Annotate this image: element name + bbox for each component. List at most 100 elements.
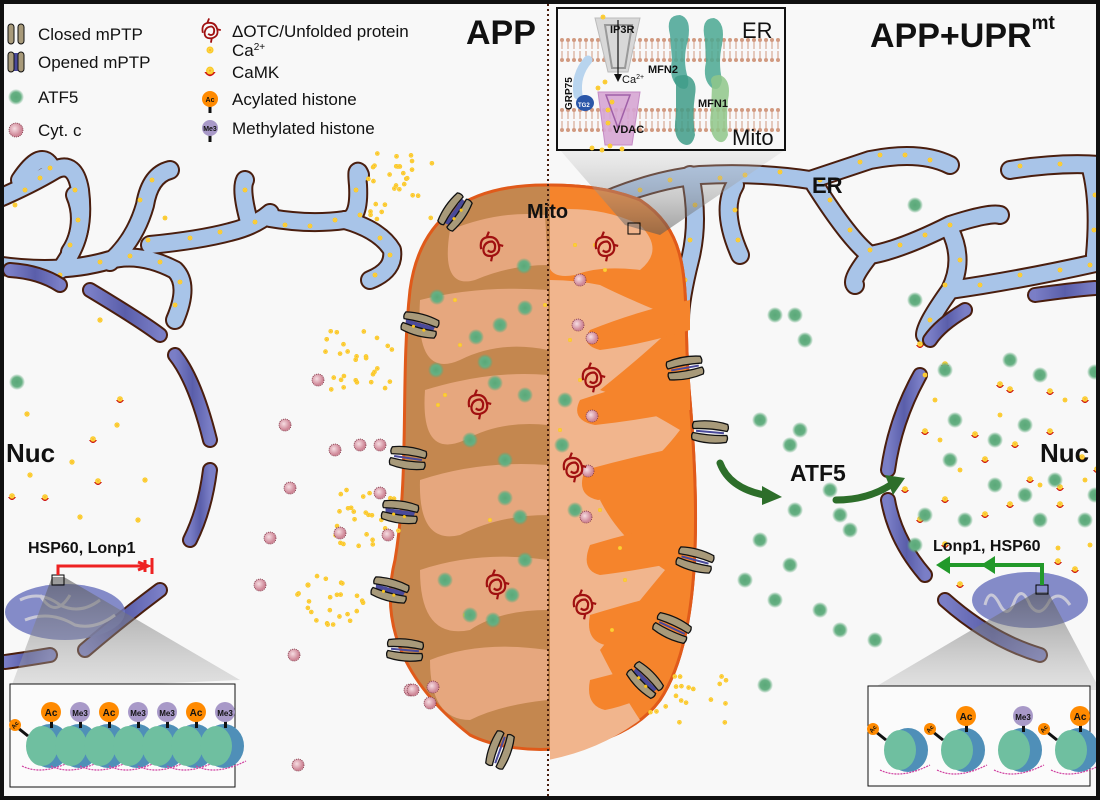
unfolded-protein-icon bbox=[581, 362, 606, 393]
calcium-icon bbox=[353, 187, 359, 193]
calcium-icon bbox=[387, 379, 393, 384]
histone-mark-badge: Ac bbox=[926, 724, 936, 734]
calcium-icon bbox=[338, 592, 343, 597]
calcium-icon bbox=[142, 477, 148, 483]
calcium-icon bbox=[957, 257, 963, 263]
camk-icon bbox=[204, 66, 216, 77]
unfolded-protein-icon bbox=[467, 389, 492, 420]
camk-icon bbox=[1046, 388, 1054, 395]
calcium-icon bbox=[127, 253, 133, 259]
nucleosome: Me3 bbox=[993, 706, 1045, 775]
calcium-icon bbox=[354, 608, 360, 614]
camk-icon bbox=[1081, 396, 1089, 403]
calcium-icon bbox=[932, 397, 938, 403]
grp75-label: GRP75 bbox=[564, 77, 575, 110]
histone-mark-badge: Ac bbox=[869, 724, 879, 734]
calcium-icon bbox=[338, 491, 344, 497]
acylated-histone-icon bbox=[924, 723, 936, 735]
histone-mark-badge: Ac bbox=[45, 708, 58, 719]
calcium-icon bbox=[902, 152, 908, 158]
calcium-icon bbox=[598, 508, 602, 512]
calcium-icon bbox=[242, 187, 248, 193]
calcium-icon bbox=[372, 369, 377, 375]
atf5-icon bbox=[517, 387, 533, 403]
calcium-icon bbox=[654, 709, 659, 714]
calcium-icon bbox=[368, 379, 374, 385]
cytochrome-c-icon bbox=[585, 331, 599, 345]
calcium-icon bbox=[307, 223, 313, 229]
calcium-icon bbox=[252, 219, 258, 225]
calcium-icon bbox=[679, 683, 684, 689]
legend-label: ATF5 bbox=[38, 88, 78, 107]
svg-text:APP+UPRmt: APP+UPRmt bbox=[870, 13, 1055, 55]
left-genes-label: HSP60, Lonp1 bbox=[28, 540, 136, 557]
calcium-icon bbox=[719, 674, 724, 679]
acylated-histone-icon: Ac bbox=[202, 91, 218, 113]
opened-mptp-icon bbox=[437, 192, 473, 232]
calcium-icon bbox=[603, 268, 607, 272]
calcium-icon bbox=[395, 164, 401, 169]
atf5-icon bbox=[907, 292, 923, 308]
cytochrome-c-icon bbox=[423, 696, 437, 710]
calcium-icon bbox=[977, 282, 983, 288]
acylated-histone-icon bbox=[99, 702, 119, 722]
unfolded-proteins bbox=[467, 231, 619, 620]
methylated-histone-icon bbox=[215, 702, 235, 722]
methylated-histone-icon: Me3 bbox=[202, 120, 218, 142]
cytochrome-c-icon bbox=[571, 318, 585, 332]
calcium-icon bbox=[137, 197, 143, 203]
atf5-icon bbox=[1077, 512, 1093, 528]
calcium-icon bbox=[162, 215, 168, 221]
calcium-icon bbox=[678, 698, 684, 703]
cytochrome-c-icon bbox=[373, 486, 387, 500]
atf5-icon bbox=[957, 512, 973, 528]
histone-mark-badge: Me3 bbox=[130, 709, 146, 718]
calcium-icon bbox=[172, 302, 178, 308]
atf5-translocation: ATF5 bbox=[716, 459, 905, 505]
calcium-icon bbox=[605, 120, 611, 126]
histone-mark-badge: Ac bbox=[11, 720, 21, 730]
calcium-icon bbox=[605, 107, 611, 113]
calcium-icon bbox=[72, 187, 78, 193]
calcium-icon bbox=[578, 378, 582, 382]
calcium-icon bbox=[558, 428, 562, 432]
calcium-icon bbox=[67, 242, 73, 248]
acylated-histone-icon bbox=[867, 723, 879, 735]
atf5-icon bbox=[767, 592, 783, 608]
chromatin-zoom-right: Lonp1, HSP60 Nuc bbox=[870, 438, 1100, 690]
cytochrome-c-molecules bbox=[253, 273, 599, 772]
calcium-icon bbox=[363, 355, 369, 361]
atf5-icon bbox=[842, 522, 858, 538]
atf5-icon bbox=[429, 289, 445, 305]
atf5-icon bbox=[554, 437, 570, 453]
calcium-icon bbox=[334, 592, 340, 598]
calcium-icon bbox=[408, 153, 414, 158]
calcium-icon bbox=[392, 186, 397, 191]
calcium-icon bbox=[347, 618, 353, 624]
atf5-icon bbox=[987, 477, 1003, 493]
vdac-label: VDAC bbox=[613, 124, 644, 136]
calcium-icon bbox=[359, 598, 365, 604]
calcium-icon bbox=[295, 592, 300, 597]
calcium-icon bbox=[364, 532, 369, 537]
cytochrome-c-icon bbox=[353, 438, 367, 452]
atf5-icon bbox=[428, 362, 444, 378]
cytochrome-c-icon bbox=[263, 531, 277, 545]
calcium-icon bbox=[341, 341, 346, 347]
calcium-icon bbox=[648, 709, 653, 715]
er-network-left bbox=[0, 150, 403, 330]
closed-mptp-icon bbox=[652, 611, 692, 645]
calcium-icon bbox=[337, 509, 342, 514]
inset-mito-label: Mito bbox=[732, 125, 774, 150]
calcium-icon bbox=[686, 685, 691, 690]
cytochrome-c-icon bbox=[328, 443, 342, 457]
calcium-icon bbox=[382, 385, 388, 391]
calcium-icon bbox=[177, 279, 183, 285]
calcium-icon bbox=[363, 510, 369, 515]
calcium-icon bbox=[673, 693, 679, 699]
ca-inset-label: Ca2+ bbox=[622, 74, 644, 86]
